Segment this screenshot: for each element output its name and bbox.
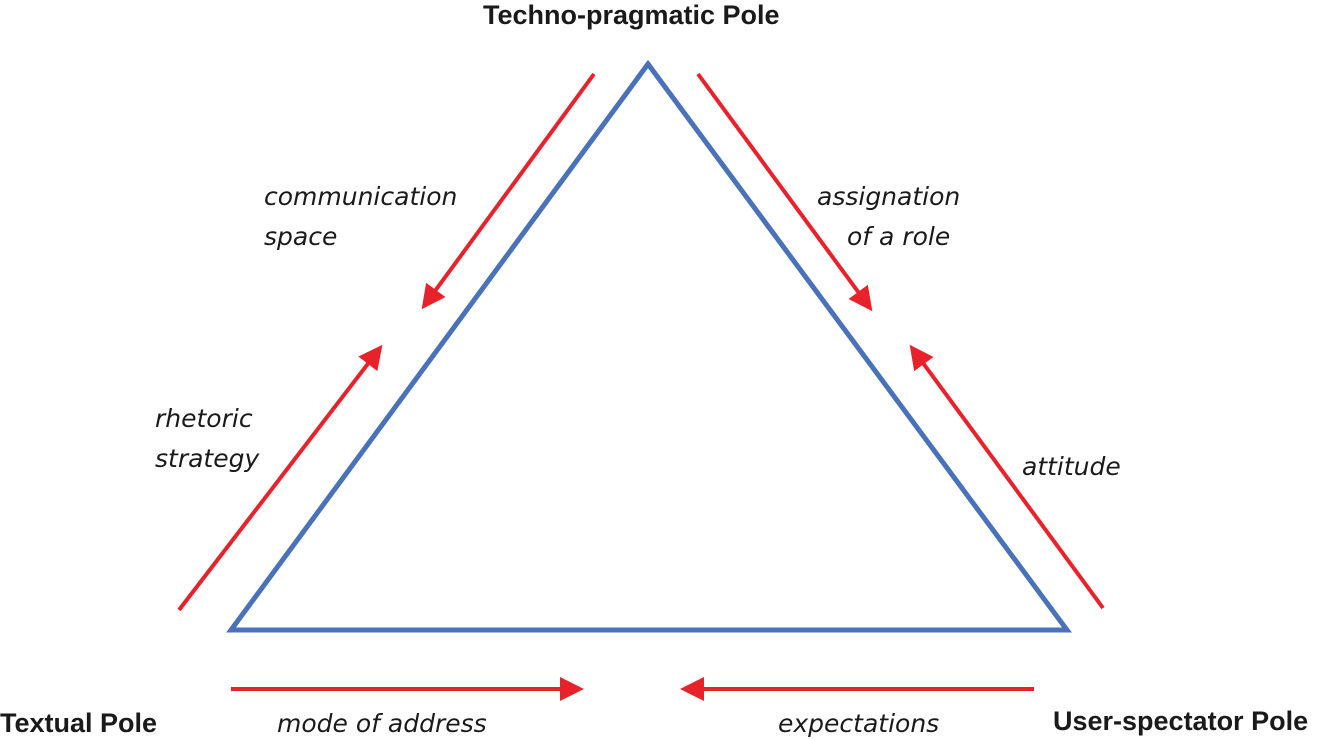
attitude-line1: attitude xyxy=(1022,452,1121,481)
arrow-communication-space xyxy=(421,72,596,310)
techno-pragmatic-pole-label: Techno-pragmatic Pole xyxy=(483,0,780,30)
textual-pole-label: Textual Pole xyxy=(0,708,158,738)
assignation-of-a-role-line2: of a role xyxy=(847,222,951,251)
expectations-line1: expectations xyxy=(778,709,940,738)
rhetoric-strategy-line1: rhetoric xyxy=(155,404,253,433)
triangle-outline xyxy=(226,59,1072,633)
rhetoric-strategy-label: rhetoric strategy xyxy=(155,399,259,479)
communication-space-line1: communication xyxy=(264,182,458,211)
arrow-rhetoric-strategy xyxy=(177,344,383,612)
communication-space-line2: space xyxy=(264,222,338,251)
expectations-label: expectations xyxy=(778,704,939,740)
mode-of-address-label: mode of address xyxy=(277,704,487,740)
communication-space-label: communication space xyxy=(264,177,457,257)
assignation-of-a-role-label: assignation of a role xyxy=(817,177,960,257)
arrow-assignation-of-a-role xyxy=(696,72,873,312)
user-spectator-pole-label: User-spectator Pole xyxy=(1053,706,1309,736)
attitude-label: attitude xyxy=(1022,447,1121,487)
mode-of-address-line1: mode of address xyxy=(277,709,487,738)
assignation-of-a-role-line1: assignation xyxy=(817,182,961,211)
rhetoric-strategy-line2: strategy xyxy=(155,444,260,473)
arrow-attitude xyxy=(909,344,1105,610)
